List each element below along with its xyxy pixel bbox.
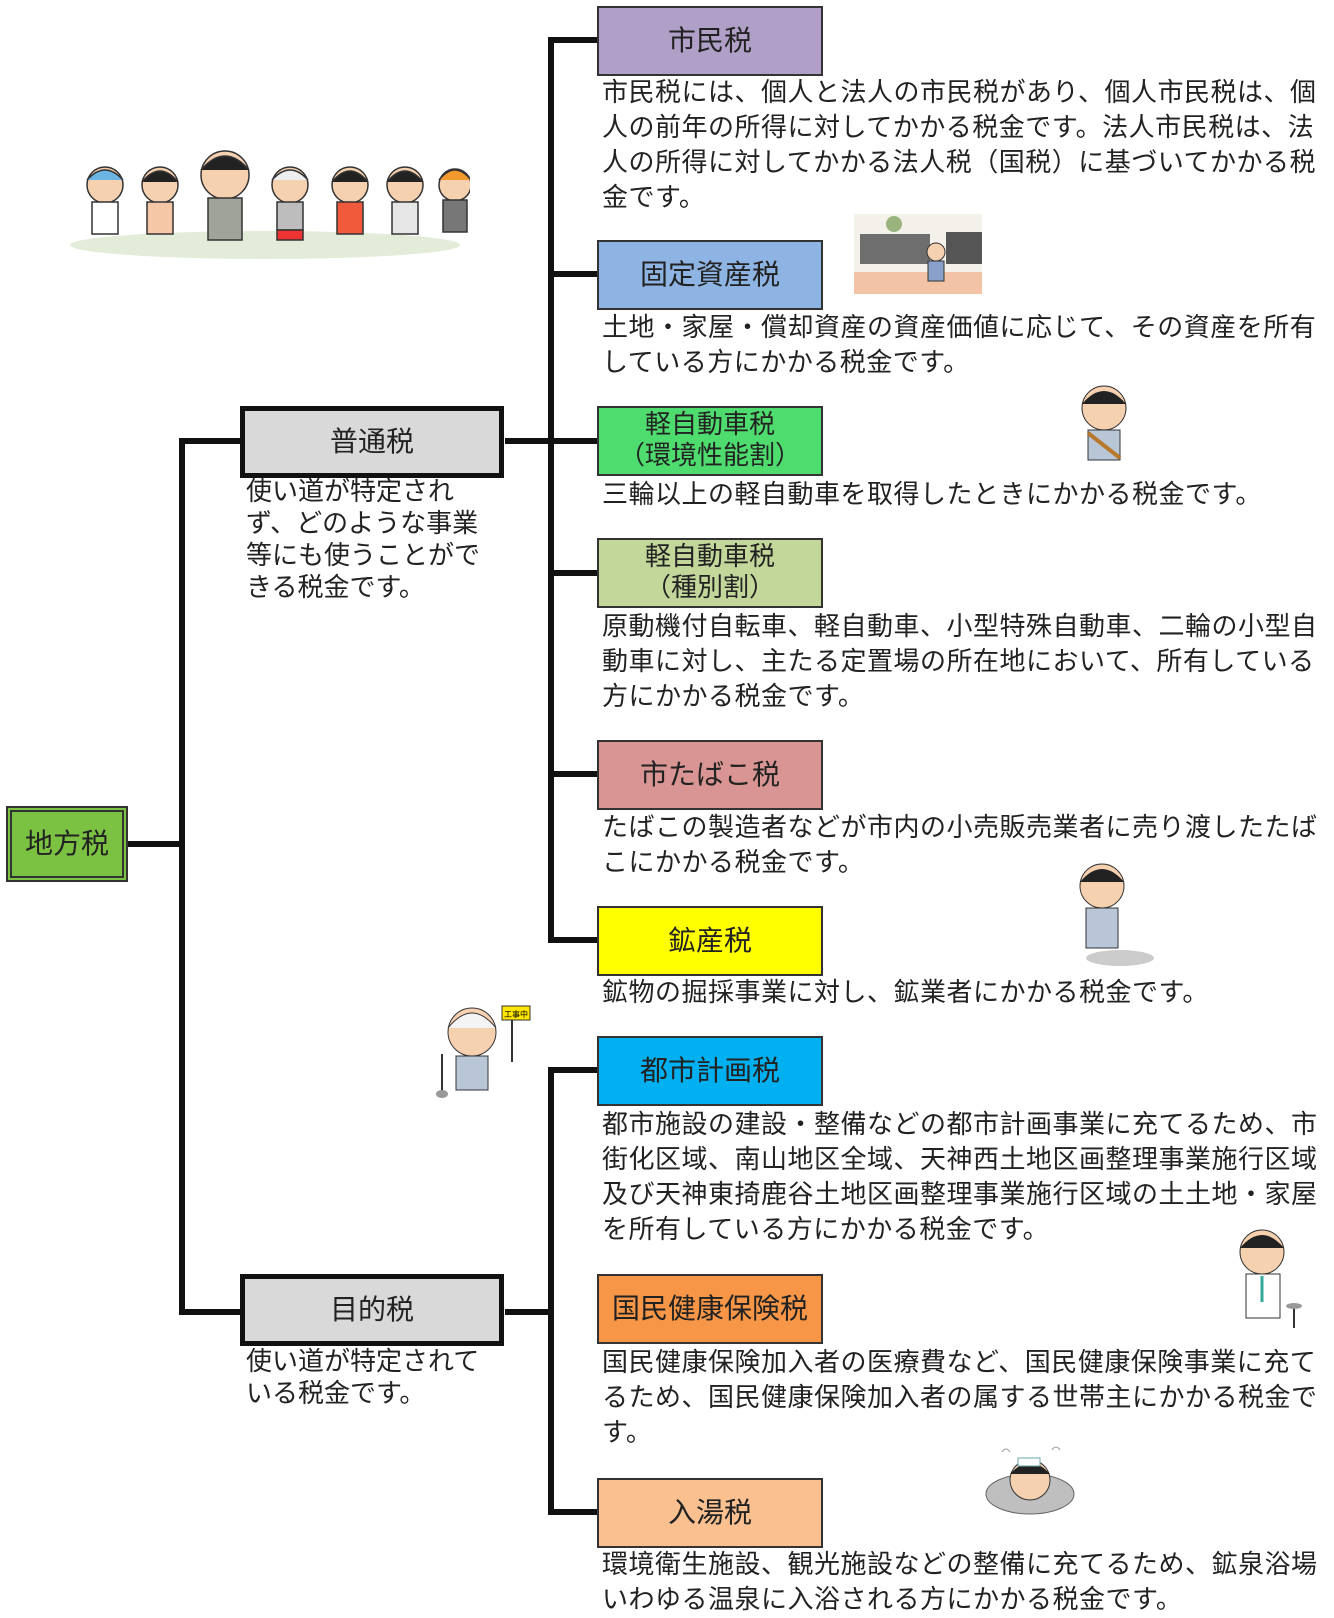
tax-name: 市民税 xyxy=(667,23,752,57)
hot-spring-bathing-mascot-illustration xyxy=(985,1446,1075,1515)
worker-sign-text: 工事中 xyxy=(504,1009,528,1019)
category-ordinary-tax: 普通税 xyxy=(240,406,504,478)
tax-node-citizen-tax: 市民税 xyxy=(597,6,823,76)
tax-node-health-insurance-tax: 国民健康保険税 xyxy=(597,1274,823,1344)
root-label: 地方税 xyxy=(24,826,109,860)
boy-mascot-waving-illustration xyxy=(1081,385,1127,461)
tax-node-fixed-asset-tax: 固定資産税 xyxy=(597,240,823,310)
tax-name: 固定資産税 xyxy=(639,257,780,291)
tax-name-line1: 軽自動車税 xyxy=(644,541,775,572)
tax-name: 鉱産税 xyxy=(667,923,752,957)
tax-description: 鉱物の掘採事業に対し、鉱業者にかかる税金です。 xyxy=(602,978,1209,1008)
tax-description: 都市施設の建設・整備などの都市計画事業に充てるため、市街化区域、南山地区全域、天… xyxy=(602,1110,1318,1245)
category-label: 目的税 xyxy=(329,1292,414,1326)
category-purpose-tax: 目的税 xyxy=(240,1274,504,1346)
construction-worker-mascot-illustration: 工事中 xyxy=(436,1005,531,1098)
tax-node-light-vehicle-type: 軽自動車税 （種別割） xyxy=(597,538,823,608)
tax-name-line2: （環境性能割） xyxy=(618,441,801,471)
tax-description: 三輪以上の軽自動車を取得したときにかかる税金です。 xyxy=(602,480,1262,510)
tax-name: 市たばこ税 xyxy=(639,757,780,791)
children-holding-hands-illustration xyxy=(70,150,470,259)
root-node-local-tax: 地方税 xyxy=(6,806,128,882)
house-and-person-illustration xyxy=(854,214,982,294)
tax-description: 土地・家屋・償却資産の資産価値に応じて、その資産を所有している方にかかる税金です… xyxy=(602,313,1317,378)
tax-description: 原動機付自転車、軽自動車、小型特殊自動車、二輪の小型自動車に対し、主たる定置場の… xyxy=(602,612,1318,712)
tax-name-line1: 軽自動車税 xyxy=(644,409,775,440)
category-label: 普通税 xyxy=(329,424,414,458)
category-description: 使い道が特定されず、どのような事業等にも使うことができる税金です。 xyxy=(246,477,481,603)
tax-name-line2: （種別割） xyxy=(644,573,775,603)
tax-name: 都市計画税 xyxy=(639,1053,780,1087)
doctor-mascot-illustration xyxy=(1239,1229,1302,1328)
tax-node-bathing-tax: 入湯税 xyxy=(597,1478,823,1548)
tax-description: たばこの製造者などが市内の小売販売業者に売り渡したたばこにかかる税金です。 xyxy=(602,813,1318,878)
tax-description: 市民税には、個人と法人の市民税があり、個人市民税は、個人の前年の所得に対してかか… xyxy=(602,78,1317,213)
tax-description: 環境衛生施設、観光施設などの整備に充てるため、鉱泉浴場いわゆる温泉に入浴される方… xyxy=(602,1550,1318,1615)
tax-node-city-planning-tax: 都市計画税 xyxy=(597,1036,823,1106)
tax-description: 国民健康保険加入者の医療費など、国民健康保険事業に充てるため、国民健康保険加入者… xyxy=(602,1348,1318,1448)
tax-node-light-vehicle-environmental: 軽自動車税 （環境性能割） xyxy=(597,406,823,476)
category-description: 使い道が特定されている税金です。 xyxy=(246,1347,480,1409)
boy-mascot-thinking-illustration xyxy=(1079,863,1154,966)
tax-node-mineral-tax: 鉱産税 xyxy=(597,906,823,976)
tax-name: 国民健康保険税 xyxy=(611,1291,808,1325)
tax-name: 入湯税 xyxy=(667,1495,752,1529)
tax-node-tobacco-tax: 市たばこ税 xyxy=(597,740,823,810)
